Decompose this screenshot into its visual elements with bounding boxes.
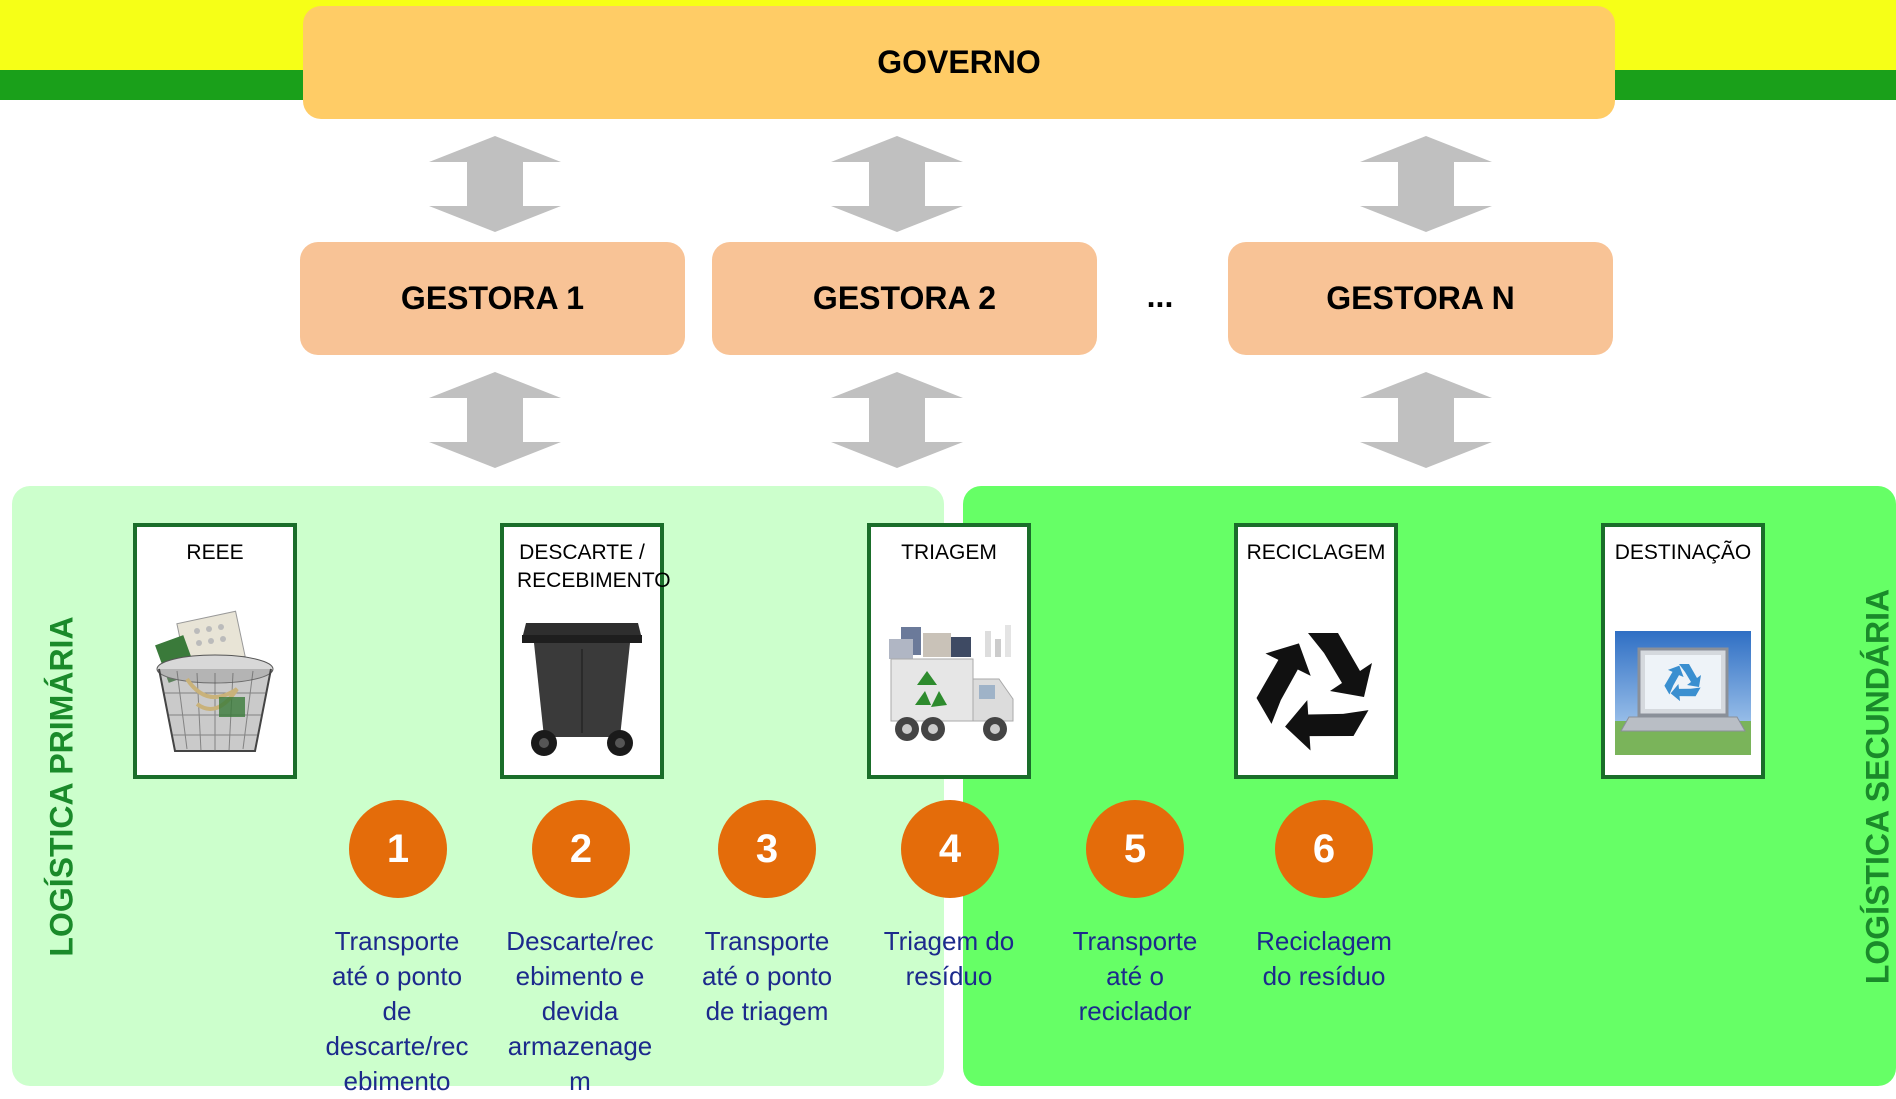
- step-text-3: Transporte até o ponto de triagem: [692, 924, 842, 1029]
- wheelie-bin-icon: [514, 609, 650, 759]
- step-circle-1: 1: [349, 800, 447, 898]
- step-circle-3: 3: [718, 800, 816, 898]
- card-reee: REEE: [133, 523, 297, 779]
- double-arrow-icon: [425, 136, 565, 232]
- card-title: RECICLAGEM: [1238, 539, 1394, 567]
- trash-basket-icon: [147, 609, 283, 759]
- card-reciclagem: RECICLAGEM: [1234, 523, 1398, 779]
- card-triagem: TRIAGEM: [867, 523, 1031, 779]
- laptop-recycle-icon: [1615, 609, 1751, 759]
- ellipsis: ...: [1130, 278, 1190, 318]
- card-descarte: DESCARTE / RECEBIMENTO: [500, 523, 664, 779]
- step-text-6: Reciclagem do resíduo: [1249, 924, 1399, 994]
- step-text-2: Descarte/recebimento e devida armazenage…: [505, 924, 655, 1099]
- card-destinacao: DESTINAÇÃO: [1601, 523, 1765, 779]
- gestora-box: GESTORA 1: [300, 242, 685, 355]
- step-text-1: Transporte até o ponto de descarte/receb…: [322, 924, 472, 1099]
- card-title: REEE: [137, 539, 293, 567]
- card-title: DESTINAÇÃO: [1605, 539, 1761, 567]
- step-circle-2: 2: [532, 800, 630, 898]
- step-circle-6: 6: [1275, 800, 1373, 898]
- recycle-symbol-icon: [1248, 609, 1384, 759]
- card-title: TRIAGEM: [871, 539, 1027, 567]
- gestora-box: GESTORA 2: [712, 242, 1097, 355]
- gestora-box: GESTORA N: [1228, 242, 1613, 355]
- step-circle-5: 5: [1086, 800, 1184, 898]
- governo-box: GOVERNO: [303, 6, 1615, 119]
- step-text-5: Transporte até o reciclador: [1060, 924, 1210, 1029]
- double-arrow-icon: [425, 372, 565, 468]
- double-arrow-icon: [827, 136, 967, 232]
- step-circle-4: 4: [901, 800, 999, 898]
- double-arrow-icon: [827, 372, 967, 468]
- double-arrow-icon: [1356, 136, 1496, 232]
- double-arrow-icon: [1356, 372, 1496, 468]
- step-text-4: Triagem do resíduo: [874, 924, 1024, 994]
- recycling-truck-icon: [881, 609, 1017, 759]
- secondary-logistics-label: LOGÍSTICA SECUNDÁRIA: [1860, 587, 1896, 987]
- primary-logistics-label: LOGÍSTICA PRIMÁRIA: [44, 607, 81, 967]
- card-title: DESCARTE / RECEBIMENTO: [517, 539, 647, 595]
